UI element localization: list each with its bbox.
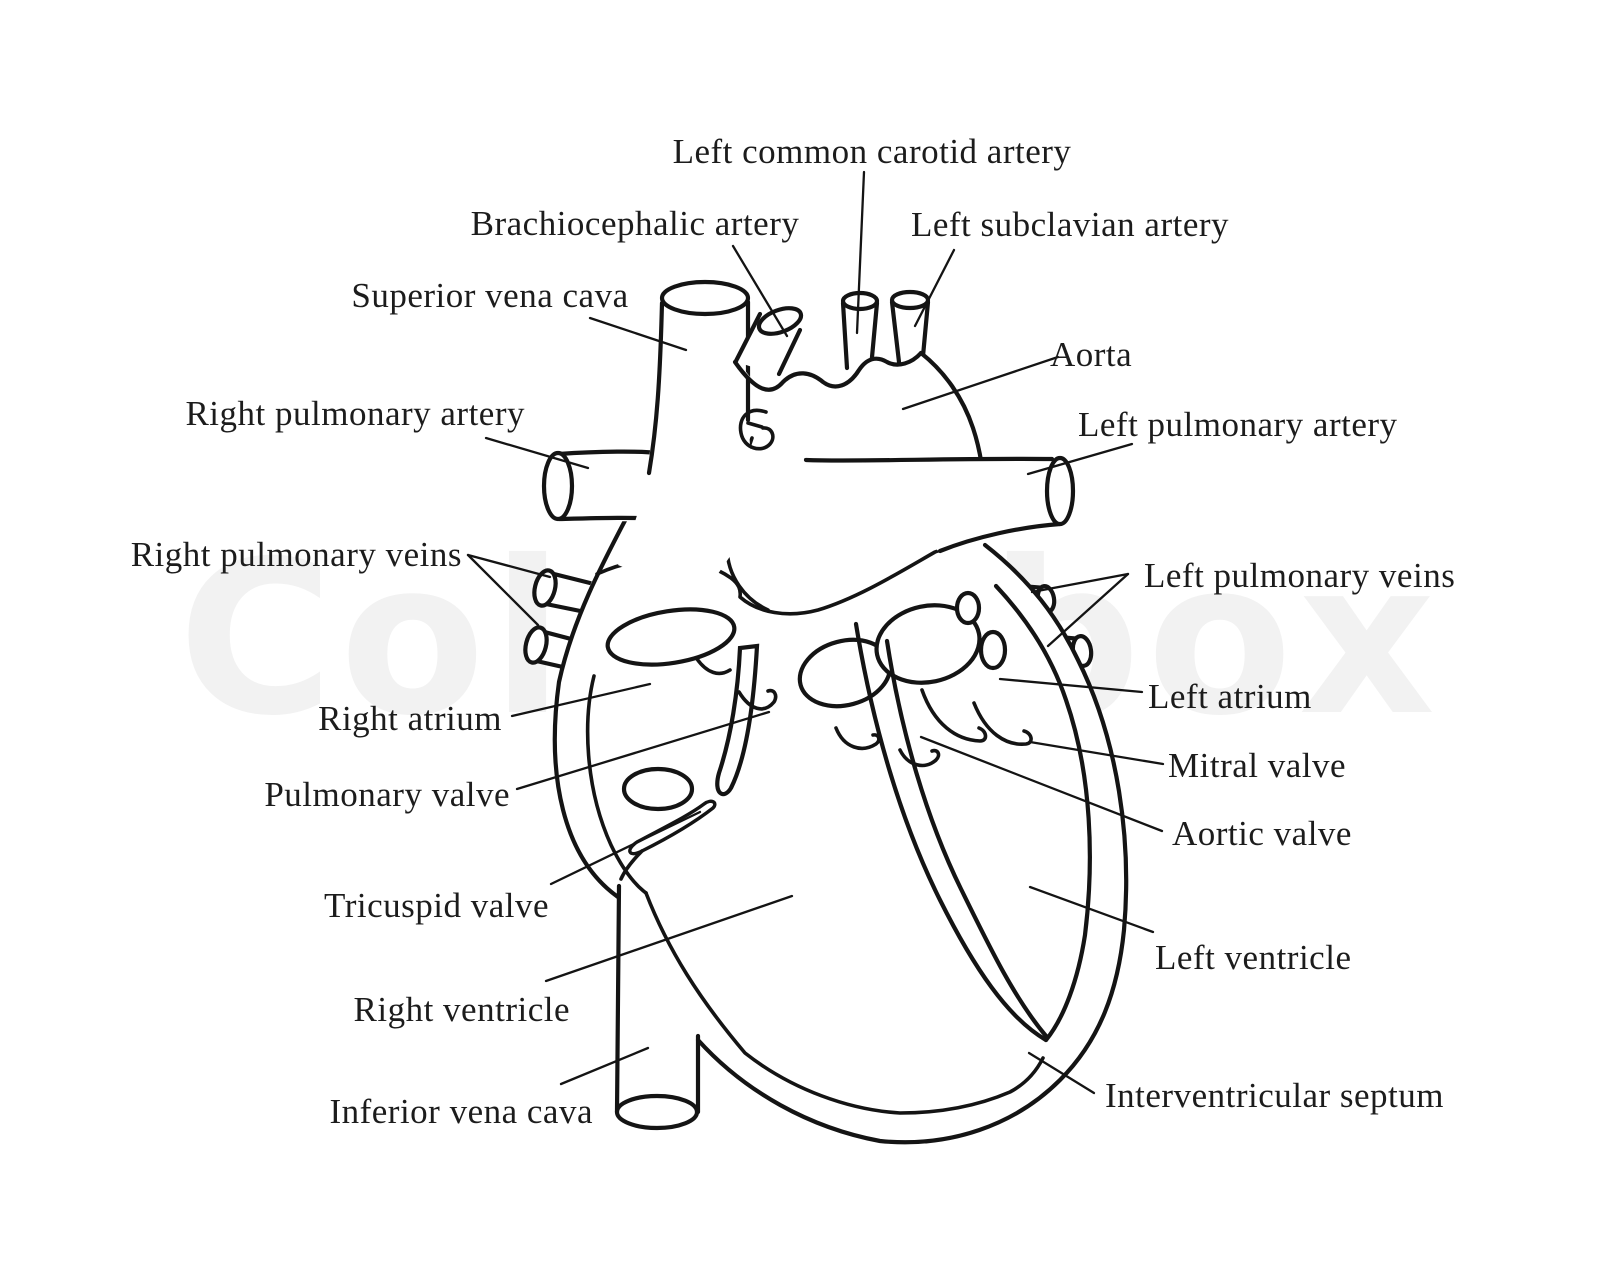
left-pulmonary-vein-ostium-lower xyxy=(978,629,1008,671)
pulmonary-trunk-and-valve xyxy=(695,643,778,797)
mitral-valve-leaflets xyxy=(920,688,1033,746)
leader-inferior-vena-cava xyxy=(559,1046,650,1086)
label-left-atrium: Left atrium xyxy=(1148,677,1312,716)
label-inferior-vena-cava: Inferior vena cava xyxy=(329,1092,593,1131)
label-mitral-valve: Mitral valve xyxy=(1168,746,1346,785)
leader-right-atrium xyxy=(510,682,652,718)
leader-brachiocephalic xyxy=(731,244,789,338)
leader-right-ventricle xyxy=(544,894,794,983)
leader-mitral-valve xyxy=(1028,740,1165,766)
leader-left-subclavian xyxy=(913,248,956,328)
leader-superior-vena-cava xyxy=(588,316,688,352)
pulmonary-valve-cusp-right xyxy=(737,688,778,711)
brachiocephalic-artery-shape xyxy=(733,306,804,377)
leader-tricuspid-valve xyxy=(549,810,702,886)
label-aortic-valve: Aortic valve xyxy=(1172,814,1352,853)
label-left-subclavian-artery: Left subclavian artery xyxy=(911,205,1229,244)
leader-pulmonary-valve xyxy=(515,710,771,791)
leader-left-pulmonary-artery xyxy=(1026,442,1134,476)
leader-interventricular-septum xyxy=(1027,1051,1096,1095)
label-right-pulmonary-veins: Right pulmonary veins xyxy=(131,535,462,574)
leader-left-atrium xyxy=(998,677,1144,694)
left-atrium-opening xyxy=(874,603,982,685)
right-atrium-opening xyxy=(605,607,737,667)
left-subclavian-artery-shape xyxy=(889,289,931,365)
coronary-sinus-opening xyxy=(621,766,695,812)
ligamentum-curl xyxy=(738,408,775,451)
label-superior-vena-cava: Superior vena cava xyxy=(351,276,628,315)
label-interventricular-septum: Interventricular septum xyxy=(1105,1076,1444,1115)
label-right-ventricle: Right ventricle xyxy=(354,990,570,1029)
heart-wall-outlines xyxy=(552,469,1129,1145)
leader-lines xyxy=(466,170,1165,1095)
label-pulmonary-valve: Pulmonary valve xyxy=(264,775,510,814)
inferior-vena-cava-shape xyxy=(614,883,701,1131)
label-brachiocephalic-artery: Brachiocephalic artery xyxy=(471,204,800,243)
leader-aortic-valve xyxy=(919,735,1164,833)
leader-left-pulmonary-veins-upper xyxy=(1030,572,1130,594)
label-aorta: Aorta xyxy=(1050,335,1132,374)
leader-left-ventricle xyxy=(1028,885,1155,934)
label-right-atrium: Right atrium xyxy=(318,699,502,738)
leader-right-pulmonary-veins-lower xyxy=(466,553,540,627)
atrial-openings xyxy=(595,522,1060,709)
pulmonary-valve-cusp-left xyxy=(695,657,732,676)
label-left-common-carotid-artery: Left common carotid artery xyxy=(673,132,1072,171)
interventricular-septum-shape xyxy=(853,621,1049,1043)
left-ventricle-inner-wall xyxy=(993,583,1092,1043)
left-pulmonary-vein-ostium-upper xyxy=(954,590,982,626)
label-tricuspid-valve: Tricuspid valve xyxy=(324,886,549,925)
pulmonary-trunk-tip xyxy=(715,643,760,797)
label-left-pulmonary-veins: Left pulmonary veins xyxy=(1144,556,1455,595)
left-common-carotid-artery-shape xyxy=(840,290,880,371)
leader-aorta xyxy=(901,355,1060,411)
leader-left-common-carotid xyxy=(855,170,866,335)
right-pulmonary-artery-shape xyxy=(541,449,662,522)
label-left-ventricle: Left ventricle xyxy=(1155,938,1351,977)
label-left-pulmonary-artery: Left pulmonary artery xyxy=(1078,405,1398,444)
left-pulmonary-artery-shape xyxy=(803,455,1076,554)
label-right-pulmonary-artery: Right pulmonary artery xyxy=(185,394,525,433)
leader-left-pulmonary-veins-lower xyxy=(1046,572,1130,648)
leader-right-pulmonary-veins-upper xyxy=(466,553,552,579)
leader-right-pulmonary-artery xyxy=(484,436,590,470)
labels: Left common carotid artery Brachiocephal… xyxy=(131,132,1455,1131)
aortic-valve-cusps xyxy=(834,726,941,768)
